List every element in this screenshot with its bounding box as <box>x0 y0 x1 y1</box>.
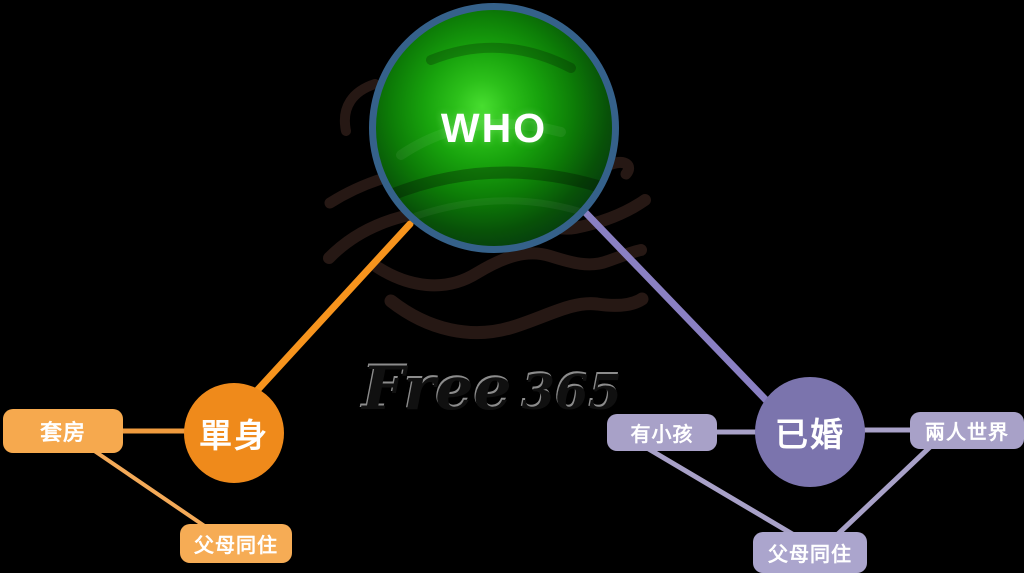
connector-taofang-parents <box>91 448 208 529</box>
branch-connectors <box>91 207 934 538</box>
leaf-has-kids-label: 有小孩 <box>630 424 694 446</box>
connector-who-single <box>248 220 414 400</box>
node-single-label: 單身 <box>199 417 269 454</box>
node-single-circle: 單身 <box>184 383 284 483</box>
leaf-live-with-parents-right: 父母同住 <box>753 532 867 573</box>
connector-couple-parents <box>834 443 934 538</box>
connector-who-married <box>580 207 794 429</box>
who-sphere: WHO <box>369 3 619 253</box>
leaf-live-with-parents-right-label: 父母同住 <box>768 544 852 566</box>
free365-word: Free <box>362 354 512 424</box>
leaf-live-with-parents-left-label: 父母同住 <box>194 535 278 557</box>
leaf-live-with-parents-left: 父母同住 <box>180 524 292 563</box>
who-label: WHO <box>440 104 548 151</box>
free365-wordmark: Free 365 <box>352 350 632 428</box>
leaf-suite: 套房 <box>3 409 123 453</box>
leaf-couple-world-label: 兩人世界 <box>925 422 1009 444</box>
node-married-label: 已婚 <box>775 416 845 453</box>
leaf-couple-world: 兩人世界 <box>910 412 1024 449</box>
leaf-has-kids: 有小孩 <box>607 414 717 451</box>
sphere-texture <box>385 42 604 220</box>
node-married-circle: 已婚 <box>755 377 865 487</box>
connector-kids-parents <box>644 445 797 538</box>
leaf-suite-label: 套房 <box>39 420 86 445</box>
free365-number: 365 <box>521 365 622 421</box>
